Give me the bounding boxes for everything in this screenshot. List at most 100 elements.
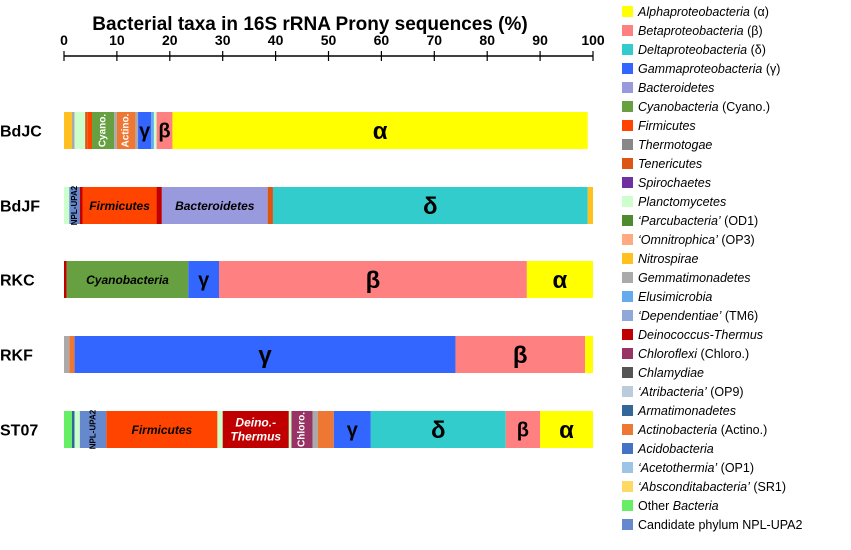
bar-segment-label: α — [373, 118, 388, 145]
bar-segment-deino — [222, 411, 289, 448]
legend-swatch — [622, 405, 633, 417]
legend-swatch — [622, 101, 633, 113]
bar-segment-alpha — [540, 411, 593, 448]
bar-segment-gemma — [71, 112, 75, 149]
bar-segment-beta — [455, 336, 586, 373]
bar-segment-plancto — [153, 112, 157, 149]
bar-segment-plancto — [217, 411, 223, 448]
legend-item-beta: Betaproteobacteria (β) — [622, 22, 851, 41]
bar-segment-alpha — [526, 261, 593, 298]
bar-segment-label: Chloro. — [297, 412, 308, 447]
bar-segment-plancto — [74, 411, 80, 448]
bar-segment-label: Actino. — [121, 113, 132, 147]
bar-segment-label: Firmicutes — [89, 199, 150, 213]
bar-segment-armati — [71, 411, 75, 448]
legend-item-chlamy: Chlamydiae — [622, 364, 851, 383]
bar-segment-label: β — [158, 121, 170, 143]
bar-segment-cyano — [92, 112, 115, 149]
legend-swatch — [622, 234, 633, 246]
bar-segment-gemma — [312, 411, 318, 448]
legend-swatch — [622, 253, 633, 265]
category-label: ST07 — [0, 423, 38, 440]
bar-segment-label: Deino.-Thermus — [230, 416, 281, 444]
bar-segment-label: NPL-UPA2 — [70, 185, 79, 225]
legend-item-other: Other Bacteria — [622, 497, 851, 516]
legend-swatch — [622, 443, 633, 455]
x-tick-label: 70 — [427, 32, 443, 48]
legend-swatch — [622, 6, 633, 18]
bar-segment-label: β — [513, 342, 528, 369]
bar-segment-actino — [116, 112, 136, 149]
bar-segment-gemma — [135, 112, 139, 149]
bar-segment-deino — [64, 261, 67, 298]
legend-item-parcu: ‘Parcubacteria’ (OD1) — [622, 212, 851, 231]
x-tick-label: 0 — [60, 32, 68, 48]
category-label: RKF — [0, 348, 33, 365]
legend-swatch — [622, 139, 633, 151]
legend-item-delta: Deltaproteobacteria (δ) — [622, 41, 851, 60]
category-label: BdJF — [0, 199, 40, 216]
bar-segment-chloro — [291, 411, 313, 448]
legend-swatch — [622, 424, 633, 436]
legend-swatch — [622, 519, 633, 531]
legend-item-deino: Deinococcus-Thermus — [622, 326, 851, 345]
bar-segment-plancto — [74, 112, 86, 149]
bar-segment-firm — [87, 112, 93, 149]
legend-swatch — [622, 63, 633, 75]
x-tick-label: 80 — [479, 32, 495, 48]
bar-segment-label: Bacteroidetes — [175, 199, 255, 213]
bar-segment-other — [64, 411, 72, 448]
bar-segment-label: Cyano. — [98, 114, 109, 148]
bar-segment-beta — [505, 411, 541, 448]
legend-swatch — [622, 310, 633, 322]
legend-swatch — [622, 500, 633, 512]
legend-item-teneri: Tenericutes — [622, 155, 851, 174]
legend-swatch — [622, 348, 633, 360]
bar-segment-label: α — [553, 267, 568, 294]
bar-segment-plancto — [64, 187, 70, 224]
bar-segment-npl — [79, 411, 107, 448]
bar-segment-label: α — [559, 417, 574, 444]
legend-swatch — [622, 367, 633, 379]
legend-item-depend: ‘Dependentiae’ (TM6) — [622, 307, 851, 326]
bar-segment-beta — [218, 261, 527, 298]
x-tick-label: 40 — [268, 32, 284, 48]
legend-item-gemma: Gemmatimonadetes — [622, 269, 851, 288]
x-tick-label: 60 — [374, 32, 390, 48]
bar-segment-label: γ — [347, 420, 359, 442]
legend-swatch — [622, 215, 633, 227]
legend-swatch — [622, 120, 633, 132]
bar-segment-deino — [79, 187, 83, 224]
legend-item-actino: Actinobacteria (Actino.) — [622, 421, 851, 440]
category-label: BdJC — [0, 124, 42, 141]
bar-segment-gamma — [333, 411, 371, 448]
bar-segment-actino — [317, 411, 334, 448]
bar-segment-deino — [156, 187, 162, 224]
legend-swatch — [622, 291, 633, 303]
legend-swatch — [622, 462, 633, 474]
x-tick-label: 10 — [109, 32, 125, 48]
category-label: RKC — [0, 273, 35, 290]
x-tick-label: 100 — [581, 32, 605, 48]
legend-swatch — [622, 196, 633, 208]
legend-item-spiro: Spirochaetes — [622, 174, 851, 193]
bar-segment-gemma — [64, 336, 70, 373]
bar-segment-gamma — [74, 336, 456, 373]
legend-item-npl: Candidate phylum NPL-UPA2 — [622, 516, 851, 535]
bar-segment-alpha — [172, 112, 588, 149]
legend-swatch — [622, 272, 633, 284]
bar-segment-gamma — [188, 261, 219, 298]
legend-item-elusi: Elusimicrobia — [622, 288, 851, 307]
legend-item-thermo: Thermotogae — [622, 136, 851, 155]
chart-title: Bacterial taxa in 16S rRNA Prony sequenc… — [92, 14, 528, 35]
bar-segment-nitro — [587, 187, 593, 224]
bar-segment-label: NPL-UPA2 — [89, 409, 98, 449]
legend-item-alpha: Alphaproteobacteria (α) — [622, 3, 851, 22]
bar-segment-label: γ — [139, 121, 151, 143]
bar-segment-teneri — [267, 187, 273, 224]
legend-item-omni: ‘Omnitrophica’ (OP3) — [622, 231, 851, 250]
bar-segment-cyano — [66, 261, 189, 298]
legend-item-abscon: ‘Absconditabacteria’ (SR1) — [622, 478, 851, 497]
x-tick-label: 30 — [215, 32, 231, 48]
legend-swatch — [622, 82, 633, 94]
